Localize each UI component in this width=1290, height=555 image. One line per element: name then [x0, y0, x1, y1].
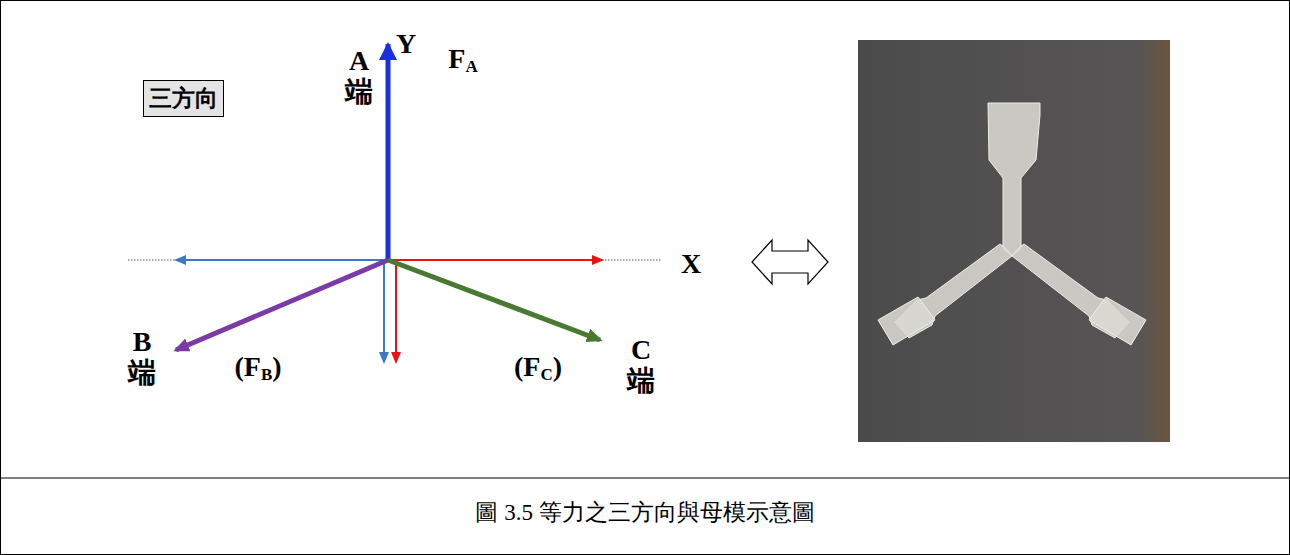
node-text: 三方向 — [149, 83, 218, 114]
figure-caption: 圖 3.5 等力之三方向與母模示意圖 — [475, 497, 814, 528]
end-label: A 端 — [345, 46, 373, 108]
force-label: (FC) — [514, 352, 562, 385]
force-label: (FB) — [234, 352, 281, 385]
end-label: C 端 — [627, 335, 655, 397]
end-label: B 端 — [128, 327, 156, 389]
force-label: FA — [448, 44, 477, 77]
boxed-label: 三方向 — [143, 80, 224, 117]
axis-label: Y — [396, 29, 416, 60]
axis-label: X — [681, 249, 701, 280]
